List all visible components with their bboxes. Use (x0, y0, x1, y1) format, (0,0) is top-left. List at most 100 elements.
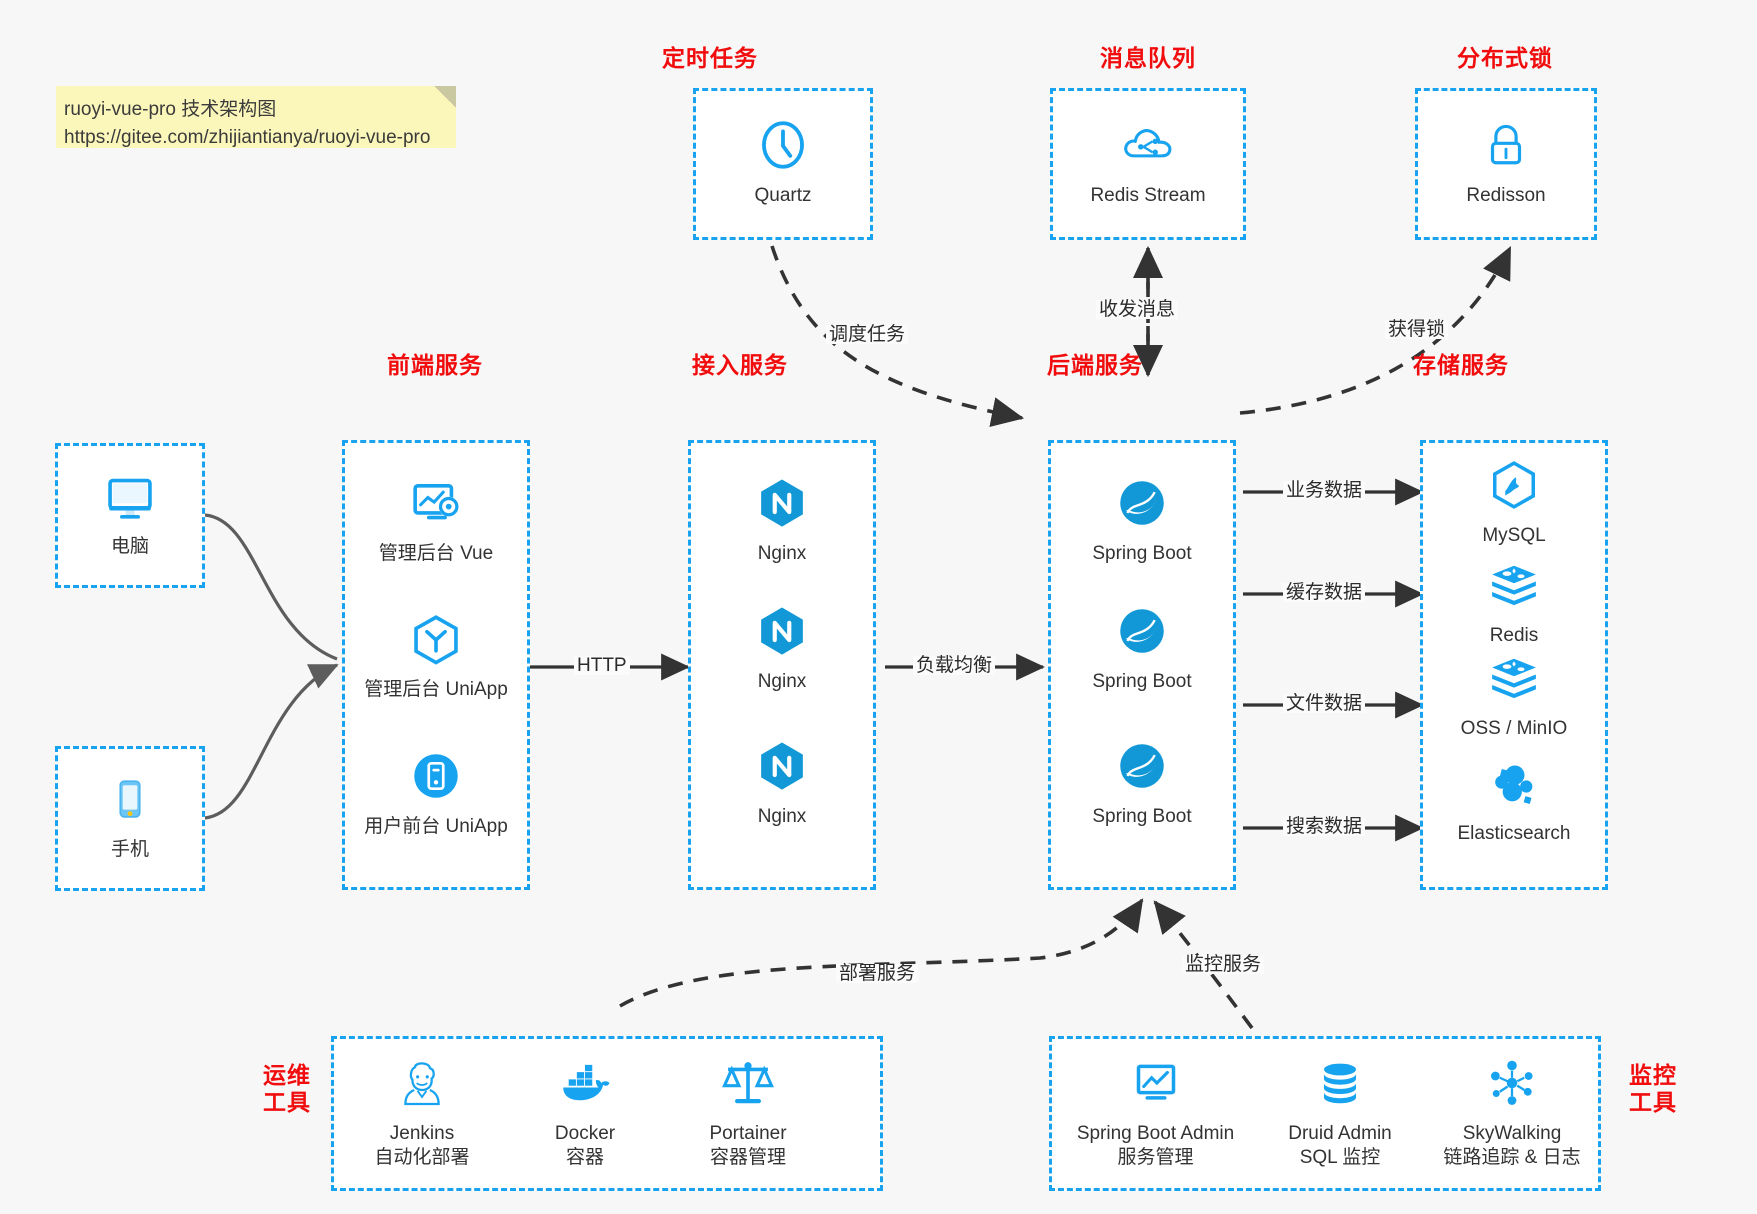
node-label: 管理后台 UniApp (364, 679, 508, 700)
caption-monitor: 监控 工具 (1618, 1062, 1688, 1116)
oss-minio-icon (1439, 645, 1589, 711)
deploy-service-edge (619, 898, 1144, 1008)
group-gateway (688, 440, 876, 890)
group-devops (331, 1036, 883, 1191)
edge-label-monitor-service: 监控服务 (1182, 955, 1265, 974)
docker-icon (505, 1050, 665, 1116)
node-spring-boot-3: Spring Boot (1067, 733, 1217, 829)
node-mobile: 手机 (55, 766, 205, 862)
nginx-icon (707, 598, 857, 664)
node-docker: Docker 容器 (505, 1050, 665, 1170)
node-quartz: Quartz (708, 112, 858, 208)
note-line-1: ruoyi-vue-pro 技术架构图 (64, 99, 277, 120)
node-skywalking: SkyWalking 链路追踪 & 日志 (1427, 1050, 1597, 1170)
node-redis-stream: Redis Stream (1073, 112, 1223, 208)
node-spring-boot-2: Spring Boot (1067, 598, 1217, 694)
desktop-icon (55, 463, 205, 529)
node-label: 用户前台 UniApp (364, 816, 508, 837)
client-to-frontend-edges (204, 513, 339, 820)
node-label: Docker (554, 1123, 616, 1144)
node-sublabel: 链路追踪 & 日志 (1443, 1146, 1581, 1168)
node-sublabel: 容器 (565, 1146, 604, 1168)
node-portainer: Portainer 容器管理 (668, 1050, 828, 1170)
node-label: Redis (1489, 625, 1539, 646)
spring-boot-icon (1067, 598, 1217, 664)
edge-label-http: HTTP (574, 656, 630, 675)
node-redisson: Redisson (1431, 112, 1581, 208)
edge-label-file-data: 文件数据 (1283, 694, 1366, 713)
clock-icon (708, 112, 858, 178)
acquire-lock-edge (1239, 246, 1512, 415)
group-frontend (342, 440, 530, 890)
node-admin-uniapp: 管理后台 UniApp (361, 606, 511, 702)
jenkins-icon (342, 1050, 502, 1116)
edge-label-deploy-service: 部署服务 (836, 964, 919, 983)
node-label: Nginx (757, 543, 807, 564)
node-sublabel: 自动化部署 (374, 1146, 470, 1168)
node-sublabel: 容器管理 (709, 1146, 786, 1168)
node-spring-boot-admin: Spring Boot Admin 服务管理 (1063, 1050, 1248, 1170)
group-client-mobile (55, 746, 205, 891)
database-icon (1260, 1050, 1420, 1116)
node-label: Elasticsearch (1457, 823, 1571, 844)
edge-label-send-receive-msg: 收发消息 (1096, 300, 1179, 319)
node-elasticsearch: Elasticsearch (1439, 750, 1589, 846)
node-druid-admin: Druid Admin SQL 监控 (1260, 1050, 1420, 1170)
skywalking-icon (1427, 1050, 1597, 1116)
caption-monitor-line-2: 工具 (1629, 1089, 1677, 1116)
node-label: 管理后台 Vue (378, 543, 494, 564)
node-label: Redisson (1466, 185, 1546, 206)
node-label: Jenkins (389, 1123, 455, 1144)
caption-mq: 消息队列 (1100, 45, 1196, 71)
monitor-chart-icon (1063, 1050, 1248, 1116)
node-mysql: MySQL (1439, 452, 1589, 548)
nginx-icon (707, 470, 857, 536)
node-label: Spring Boot (1092, 806, 1192, 827)
spring-boot-icon (1067, 470, 1217, 536)
scales-icon (668, 1050, 828, 1116)
note-line-2: https://gitee.com/zhijiantianya/ruoyi-vu… (64, 126, 431, 148)
elasticsearch-icon (1439, 750, 1589, 816)
caption-devops: 运维 工具 (252, 1062, 322, 1116)
node-sublabel: 服务管理 (1117, 1146, 1194, 1168)
node-user-uniapp: 用户前台 UniApp (361, 743, 511, 839)
node-jenkins: Jenkins 自动化部署 (342, 1050, 502, 1170)
spring-boot-icon (1067, 733, 1217, 799)
edge-label-schedule-task: 调度任务 (826, 325, 909, 344)
group-mq (1050, 88, 1246, 240)
dashboard-icon (361, 470, 511, 536)
edge-label-cache-data: 缓存数据 (1283, 583, 1366, 602)
mysql-icon (1439, 452, 1589, 518)
node-redis: Redis (1439, 552, 1589, 648)
node-label: Spring Boot Admin (1076, 1123, 1235, 1144)
node-label: Quartz (754, 185, 812, 206)
title-note: ruoyi-vue-pro 技术架构图 https://gitee.com/zh… (56, 86, 456, 148)
node-label: OSS / MinIO (1460, 718, 1568, 739)
uniapp-hex-icon (361, 606, 511, 672)
node-label: SkyWalking (1462, 1123, 1562, 1144)
node-nginx-1: Nginx (707, 470, 857, 566)
group-scheduler (693, 88, 873, 240)
edge-label-business-data: 业务数据 (1283, 481, 1366, 500)
edge-label-load-balance: 负载均衡 (913, 656, 996, 675)
node-label: Portainer (709, 1123, 787, 1144)
node-oss-minio: OSS / MinIO (1439, 645, 1589, 741)
node-desktop: 电脑 (55, 463, 205, 559)
node-label: Spring Boot (1092, 671, 1192, 692)
node-spring-boot-1: Spring Boot (1067, 470, 1217, 566)
nginx-icon (707, 733, 857, 799)
node-label: 手机 (110, 839, 149, 860)
node-label: Nginx (757, 671, 807, 692)
note-fold-icon (434, 86, 456, 108)
caption-devops-line-1: 运维 (263, 1062, 311, 1088)
mobile-icon (55, 766, 205, 832)
node-label: MySQL (1482, 525, 1546, 546)
cloud-stream-icon (1073, 112, 1223, 178)
node-label: Druid Admin (1288, 1123, 1392, 1144)
node-nginx-2: Nginx (707, 598, 857, 694)
caption-scheduler: 定时任务 (662, 45, 758, 71)
caption-lock: 分布式锁 (1457, 45, 1553, 71)
node-label: Nginx (757, 806, 807, 827)
caption-backend: 后端服务 (1047, 352, 1143, 378)
